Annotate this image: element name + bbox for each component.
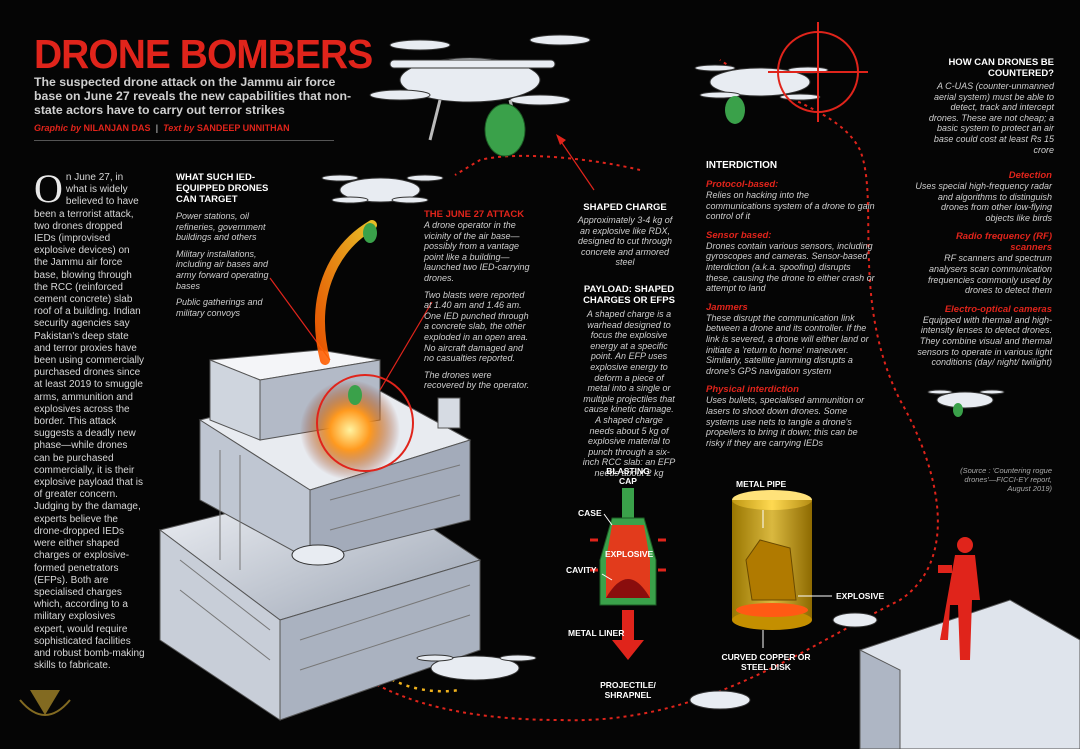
drone-operator-figure <box>938 537 980 660</box>
drone-right-icon <box>927 389 1005 409</box>
label-blasting-cap: BLASTING CAP <box>606 466 650 486</box>
label-cavity: CAVITY <box>566 565 597 575</box>
label-metal-pipe: METAL PIPE <box>736 479 787 489</box>
flight-path <box>299 59 939 722</box>
label-explosive-efp: EXPLOSIVE <box>836 591 885 601</box>
explosion <box>300 380 400 480</box>
shaped-charge-section: SHAPED CHARGE Approximately 3-4 kg of an… <box>577 202 673 268</box>
page-title: DRONE BOMBERS <box>34 31 373 77</box>
drone-large-icon <box>369 34 591 141</box>
source-note: (Source : 'Countering rogue drones'—FICC… <box>960 466 1052 493</box>
target-item: Military installations, including air ba… <box>176 248 269 291</box>
target-item: Power stations, oil refineries, governme… <box>176 211 266 243</box>
label-disk: CURVED COPPER OR STEEL DISK <box>721 652 811 672</box>
crosshair-icon <box>768 22 868 122</box>
label-case: CASE <box>578 508 602 518</box>
page-subtitle: The suspected drone attack on the Jammu … <box>34 75 352 117</box>
operator-building <box>859 599 1080 749</box>
building-illustration <box>158 349 482 721</box>
label-metal-liner: METAL LINER <box>568 628 625 638</box>
payload-section: PAYLOAD: SHAPED CHARGES OR EFPs A shaped… <box>582 284 676 478</box>
divider <box>34 140 334 141</box>
drone-small-icon <box>321 174 444 204</box>
watermark-logo-icon <box>19 690 71 716</box>
dropcap: O <box>34 166 63 211</box>
june27-section: THE JUNE 27 ATTACK A drone operator in t… <box>424 209 530 391</box>
credits: Graphic by NILANJAN DAS | Text by SANDEE… <box>34 123 290 133</box>
label-explosive: EXPLOSIVE <box>605 549 654 559</box>
payload-icon <box>484 103 526 157</box>
efp-diagram <box>732 490 812 630</box>
target-item: Public gatherings and military convoys <box>176 297 263 318</box>
impact-circle <box>316 374 414 472</box>
targets-section: WHAT SUCH IED-EQUIPPED DRONES CAN TARGET… <box>176 172 288 324</box>
drone-target-icon <box>694 64 829 101</box>
label-projectile: PROJECTILE/ SHRAPNEL <box>600 680 656 700</box>
shaped-charge-diagram <box>590 488 666 660</box>
counter-section: HOW CAN DRONES BE COUNTERED? A C-UAS (co… <box>928 57 1054 155</box>
drone-bottom-icon <box>291 544 878 710</box>
interdiction-section: INTERDICTION Protocol-based: Relies on h… <box>706 160 875 448</box>
detection-section: Detection Uses special high-frequency ra… <box>915 170 1052 368</box>
